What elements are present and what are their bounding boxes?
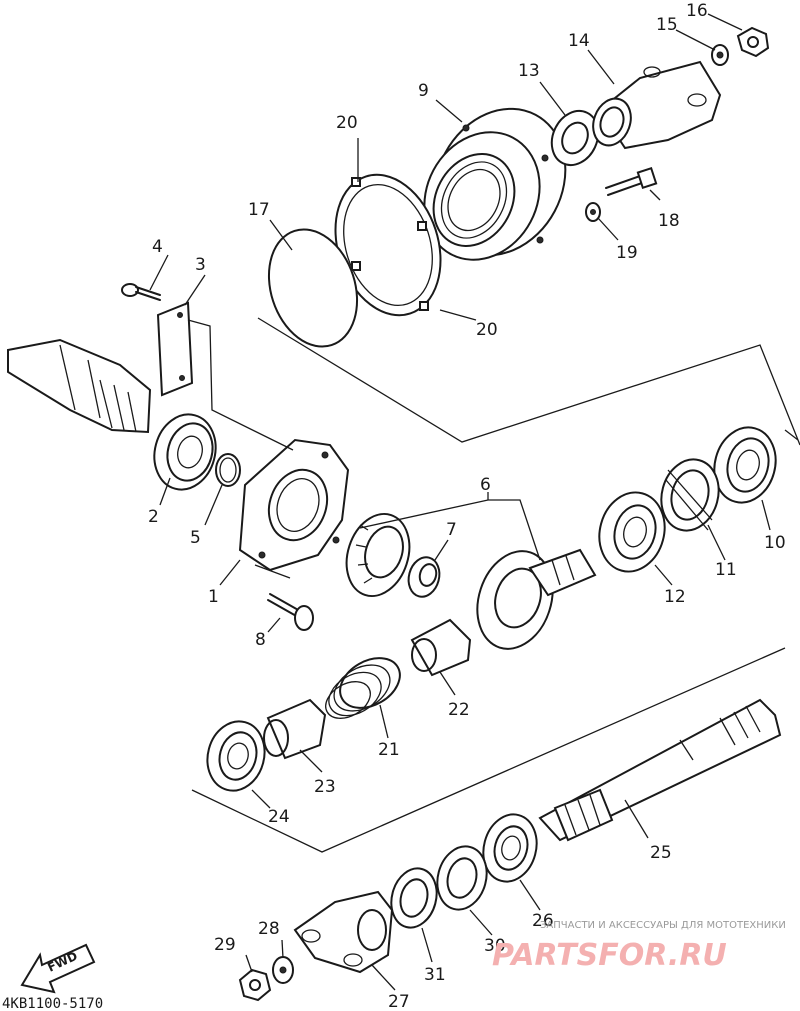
callout-5: 5	[190, 528, 201, 548]
callout-1: 1	[208, 587, 219, 607]
collar-part-22	[410, 618, 472, 677]
callout-28: 28	[258, 919, 280, 939]
callout-23: 23	[314, 777, 336, 797]
bearing-housing-part-1	[238, 438, 350, 572]
bearing-part-24	[206, 720, 266, 792]
callout-17: 17	[248, 200, 270, 220]
spring-part-21	[325, 657, 401, 719]
callout-24: 24	[268, 807, 290, 827]
spacer-part-23	[263, 698, 327, 760]
gasket-part-17	[267, 228, 359, 348]
bearing-part-2	[153, 413, 217, 491]
callout-20-top: 20	[336, 113, 358, 133]
callout-20-bottom: 20	[476, 320, 498, 340]
washer-part-28	[272, 956, 294, 984]
watermark-tagline: ЗАПЧАСТИ И АКСЕССУАРЫ ДЛЯ МОТОТЕХНИКИ	[540, 920, 786, 931]
oil-seal-part-13	[550, 109, 600, 167]
nut-part-16	[736, 26, 770, 58]
callout-9: 9	[418, 81, 429, 101]
leader-lines	[149, 13, 771, 991]
watermark-brand: PARTSFOR.RU	[492, 938, 727, 973]
washer-part-15	[711, 44, 729, 66]
nut-part-7	[407, 556, 441, 598]
pinion-gear-part-6b	[476, 548, 597, 650]
callout-22: 22	[448, 700, 470, 720]
callout-15: 15	[656, 15, 678, 35]
callout-30: 30	[484, 936, 506, 956]
oil-seal-part-31	[390, 867, 438, 929]
callout-6: 6	[480, 475, 491, 495]
callout-16: 16	[686, 1, 708, 21]
site-watermark: ЗАПЧАСТИ И АКСЕССУАРЫ ДЛЯ МОТОТЕХНИКИ PA…	[492, 920, 786, 973]
nut-part-29	[238, 968, 272, 1002]
callout-3: 3	[195, 255, 206, 275]
callout-labels: 4 3 2 5 1 8 6 7 9 20 17 20 13 14 15 16 1…	[148, 1, 786, 1011]
ring-gear-part-6a	[345, 512, 411, 598]
bearing-part-12	[598, 491, 666, 573]
callout-25: 25	[650, 843, 672, 863]
assembly-guide-lines	[187, 317, 800, 853]
yoke-part-14	[592, 60, 722, 150]
bolt-part-8	[267, 593, 314, 631]
yoke-part-27	[293, 890, 394, 974]
callout-8: 8	[255, 630, 266, 650]
bolt-part-4	[121, 283, 161, 301]
callout-26: 26	[532, 911, 554, 931]
callout-7: 7	[446, 520, 457, 540]
ring-nut-part-11	[660, 458, 720, 532]
callout-31: 31	[424, 965, 446, 985]
callout-14: 14	[568, 31, 590, 51]
callout-13: 13	[518, 61, 540, 81]
o-ring-part-5	[215, 453, 241, 487]
callout-18: 18	[658, 211, 680, 231]
callout-21: 21	[378, 740, 400, 760]
diagram-part-code: 4KB1100-5170	[2, 996, 103, 1011]
plate-part-3	[156, 301, 194, 397]
callout-12: 12	[664, 587, 686, 607]
washer-part-19	[585, 202, 601, 222]
callout-29: 29	[214, 935, 236, 955]
callout-11: 11	[715, 560, 737, 580]
plate-part-20	[334, 173, 442, 317]
bolt-part-18	[605, 166, 658, 196]
callout-19: 19	[616, 243, 638, 263]
drive-shaft-left	[7, 338, 152, 434]
forward-direction-arrow: FWD	[20, 943, 96, 994]
callout-2: 2	[148, 507, 159, 527]
bearing-part-26	[482, 813, 538, 883]
bearing-part-10	[713, 426, 777, 504]
ring-nut-part-30	[436, 845, 488, 911]
case-housing-part-9	[423, 107, 567, 261]
callout-10: 10	[764, 533, 786, 553]
drive-shaft-part-25	[538, 698, 782, 842]
callout-27: 27	[388, 992, 410, 1011]
callout-4: 4	[152, 237, 163, 257]
